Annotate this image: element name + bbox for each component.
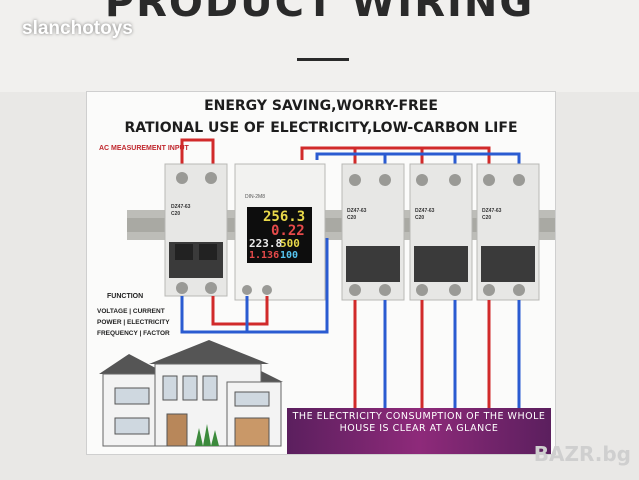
main-breaker-model: DZ47-63 xyxy=(171,204,191,210)
function-line-2: POWER | ELECTRICITY xyxy=(97,319,170,326)
meter-current-value: 0.22 xyxy=(271,223,305,239)
house-illustration xyxy=(99,340,283,447)
branch-breaker-rating-3: C20 xyxy=(482,215,492,221)
consumption-banner: THE ELECTRICITY CONSUMPTION OF THE WHOLE… xyxy=(287,408,551,454)
bazar-watermark: BAZR.bg xyxy=(534,442,631,466)
wiring-diagram: ENERGY SAVING,WORRY-FREE RATIONAL USE OF… xyxy=(86,91,556,455)
seller-watermark: slanchotoys xyxy=(22,18,133,39)
ac-measurement-label: AC MEASUREMENT INPUT xyxy=(99,145,189,152)
diagram-title-line2: RATIONAL USE OF ELECTRICITY,LOW-CARBON L… xyxy=(124,120,518,136)
function-title: FUNCTION xyxy=(107,293,144,300)
meter-display: 256.3 0.22 223.8 500 1.136 100 xyxy=(247,207,312,263)
wiring-drawing xyxy=(99,138,555,447)
bottom-wires xyxy=(180,238,521,410)
meter-power-value: 256.3 xyxy=(263,209,306,225)
function-line-3: FREQUENCY | FACTOR xyxy=(97,330,170,337)
branch-breaker-model-1: DZ47-63 xyxy=(347,208,367,214)
meter-voltage-value: 223.8 xyxy=(249,237,283,250)
page-header: PRODUCT WIRING xyxy=(0,0,639,92)
meter-energy-value: 1.136 xyxy=(249,250,280,261)
heading-divider xyxy=(297,58,349,61)
branch-breaker-rating-2: C20 xyxy=(415,215,425,221)
function-line-1: VOLTAGE | CURRENT xyxy=(97,308,165,315)
meter-factor-value: 100 xyxy=(280,250,299,261)
top-wires xyxy=(180,138,521,167)
bazar-watermark-text: BAZ xyxy=(533,442,579,466)
meter-frequency-value: 500 xyxy=(280,237,300,250)
branch-breaker-model-3: DZ47-63 xyxy=(482,208,502,214)
main-breaker-rating: C20 xyxy=(171,211,181,217)
main-breaker xyxy=(164,163,228,297)
branch-breaker-model-2: DZ47-63 xyxy=(415,208,435,214)
product-wiring-heading: PRODUCT WIRING xyxy=(104,0,535,26)
meter-model: DIN-2M8 xyxy=(245,194,266,200)
branch-breaker-rating-1: C20 xyxy=(347,215,357,221)
bazar-watermark-suffix: R.bg xyxy=(578,442,631,466)
diagram-title-line1: ENERGY SAVING,WORRY-FREE xyxy=(204,98,438,114)
branch-breakers xyxy=(341,163,540,301)
